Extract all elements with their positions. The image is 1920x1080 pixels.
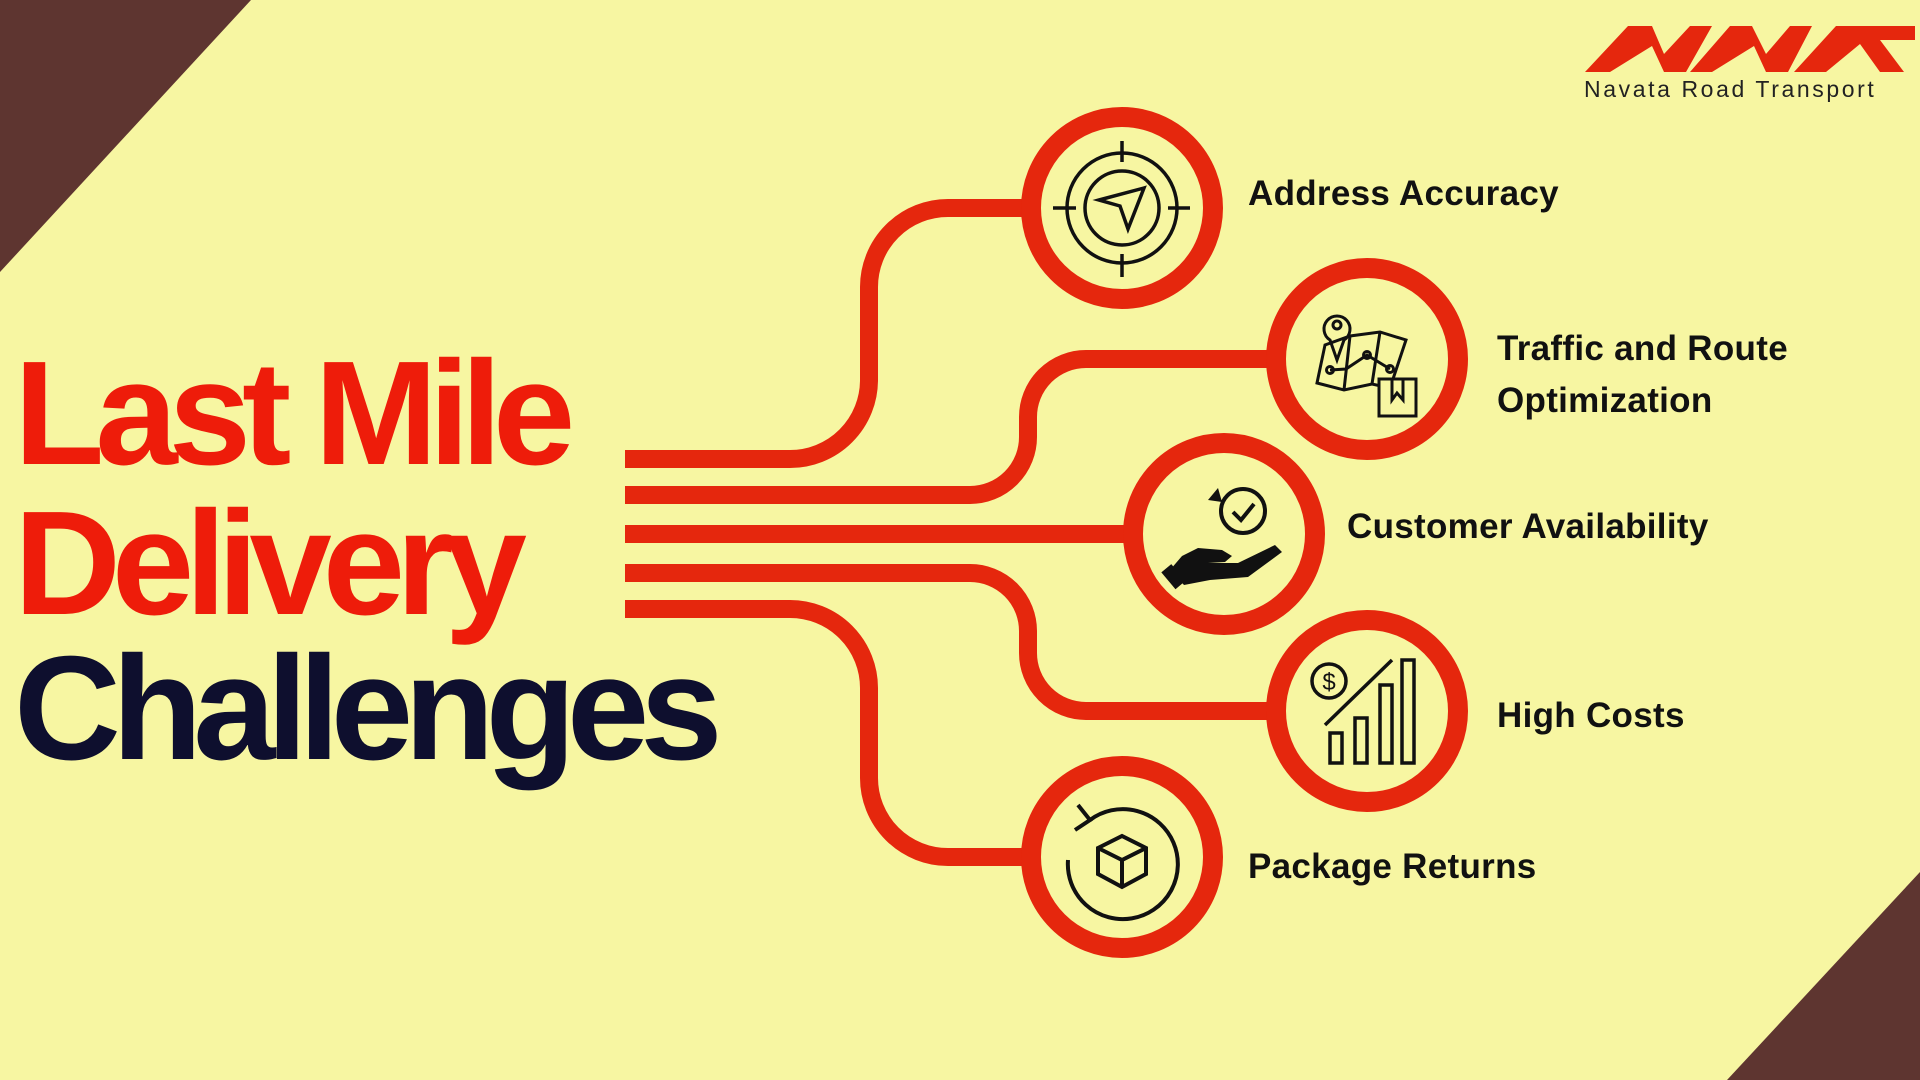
corner-bottom-right	[1727, 872, 1920, 1080]
connector-line-5	[625, 600, 1040, 866]
corner-top-left	[0, 0, 251, 272]
title-line-1: Last Mile	[14, 331, 575, 496]
connector-line-4	[625, 564, 1290, 720]
challenge-circle-5	[1021, 756, 1223, 958]
title-line-2: Delivery	[14, 481, 527, 646]
label-address-accuracy: Address Accuracy	[1248, 174, 1559, 213]
label-customer-availability: Customer Availability	[1347, 507, 1709, 546]
logo-tagline: Navata Road Transport	[1584, 76, 1877, 102]
hand-clock-check-icon	[1161, 487, 1282, 590]
target-navigation-icon	[1053, 141, 1190, 277]
label-high-costs: High Costs	[1497, 696, 1685, 735]
connector-line-2	[625, 350, 1290, 504]
label-traffic-route-optimization: Traffic and Route Optimization	[1497, 323, 1788, 427]
label-line-2: Optimization	[1497, 381, 1713, 420]
connector-line-1	[625, 199, 1040, 468]
box-return-icon	[1065, 803, 1180, 922]
challenge-circle-3	[1123, 433, 1325, 635]
label-package-returns: Package Returns	[1248, 847, 1537, 886]
label-line-1: Traffic and Route	[1497, 329, 1788, 368]
title-line-3: Challenges	[14, 626, 723, 791]
map-route-icon	[1315, 314, 1418, 418]
svg-text:$: $	[1322, 669, 1335, 696]
navata-logo	[1585, 26, 1915, 72]
challenge-circle-4	[1266, 610, 1468, 812]
dollar-bar-chart-icon: $	[1310, 658, 1416, 765]
